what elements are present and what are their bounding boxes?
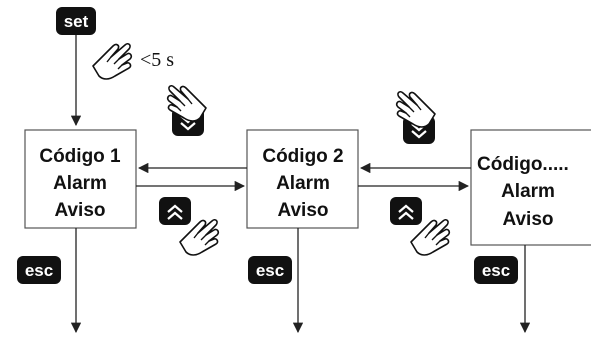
state-2-code: Código 2: [262, 146, 343, 167]
press-hand-icon: [92, 42, 133, 80]
set-key[interactable]: set: [56, 7, 96, 35]
state-1-aviso: Aviso: [54, 200, 105, 221]
double-chevron-up-icon: [398, 204, 414, 220]
esc-key-3-label: esc: [482, 261, 510, 280]
state-box-3[interactable]: Código..... Alarm Aviso: [470, 129, 591, 246]
press-hand-icon: [410, 218, 451, 256]
state-box-1[interactable]: Código 1 Alarm Aviso: [24, 129, 137, 229]
esc-key-2[interactable]: esc: [248, 256, 292, 284]
state-1-code: Código 1: [39, 146, 121, 167]
double-chevron-up-icon: [167, 204, 183, 220]
esc-key-2-label: esc: [256, 261, 284, 280]
press-time-label: <5 s: [140, 49, 174, 71]
up-key-1[interactable]: [159, 197, 191, 225]
esc-key-1[interactable]: esc: [17, 256, 61, 284]
state-2-alarm: Alarm: [276, 173, 330, 194]
state-box-2[interactable]: Código 2 Alarm Aviso: [246, 129, 359, 229]
press-hand-icon: [395, 90, 436, 128]
state-1-alarm: Alarm: [53, 173, 107, 194]
state-3-alarm: Alarm: [501, 181, 555, 202]
esc-key-1-label: esc: [25, 261, 53, 280]
up-key-2[interactable]: [390, 197, 422, 225]
set-key-label: set: [64, 12, 89, 31]
press-hand-icon: [179, 218, 220, 256]
state-3-aviso: Aviso: [502, 209, 553, 230]
state-2-aviso: Aviso: [277, 200, 328, 221]
state-3-code: Código.....: [477, 154, 569, 175]
esc-key-3[interactable]: esc: [474, 256, 518, 284]
